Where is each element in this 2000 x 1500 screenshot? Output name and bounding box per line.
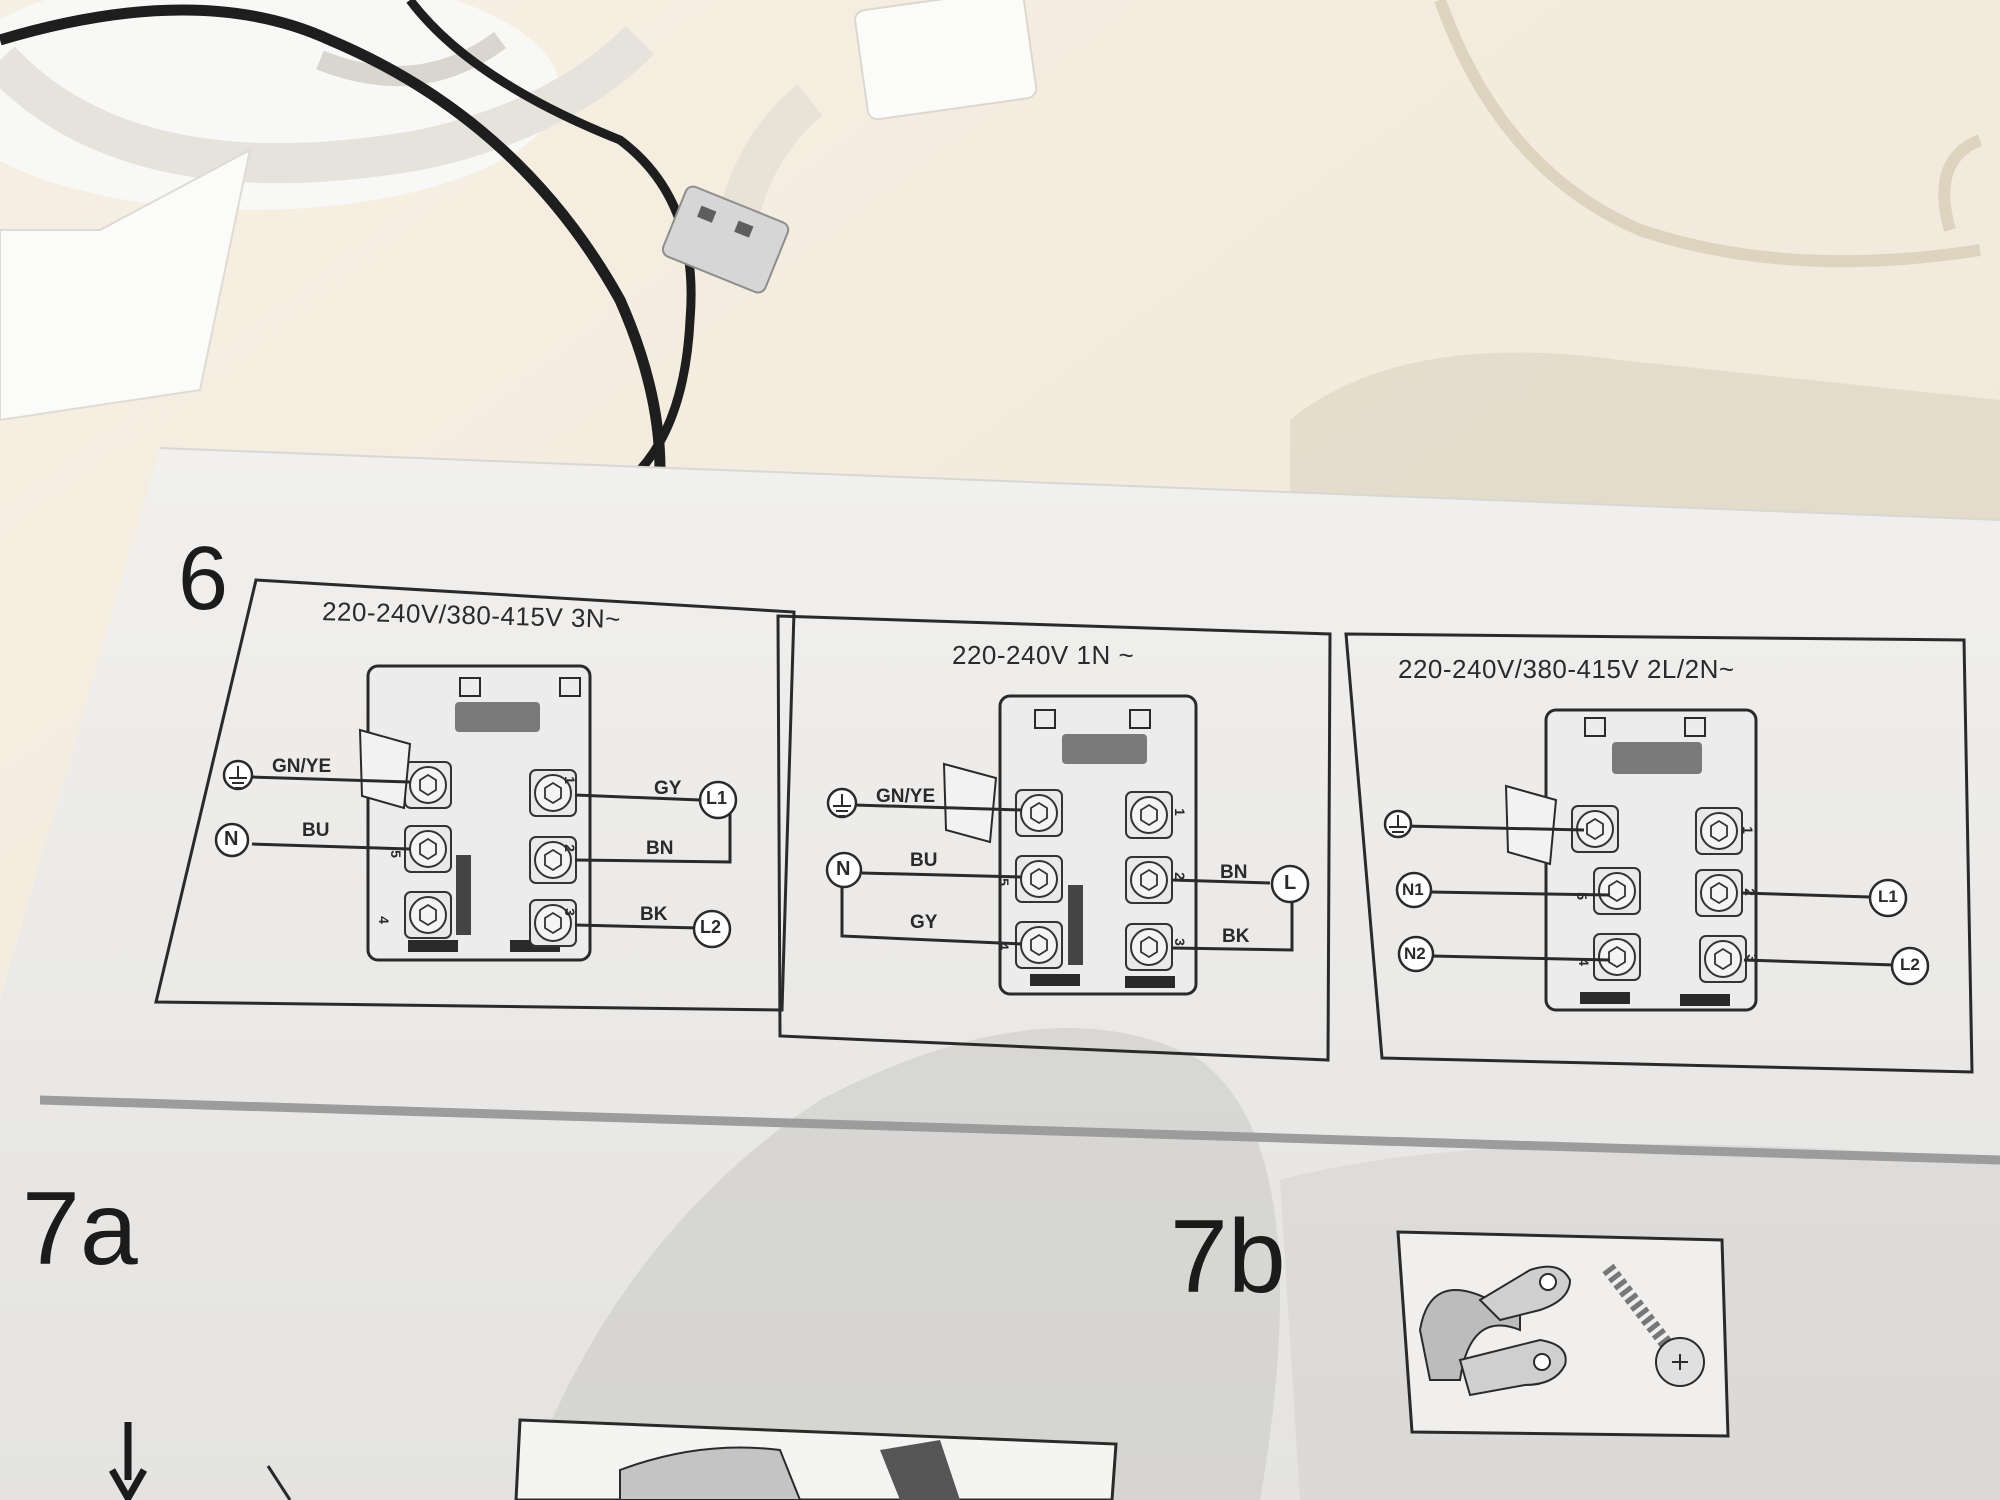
panel-1-term-num-3: 3 xyxy=(561,908,578,916)
panel-2-term-num-5: 5 xyxy=(995,878,1012,886)
cable-reel xyxy=(0,0,655,422)
panel-3-terminal-n2: N2 xyxy=(1404,944,1426,963)
line-terminal-l2 xyxy=(1890,946,1930,986)
panel-2-wire-bn: BN xyxy=(1220,862,1248,883)
earth-terminal xyxy=(222,759,254,791)
wires xyxy=(840,803,1294,952)
panel-3-voltage: 220-240V/380-415V 2L/2N~ xyxy=(1398,654,1735,684)
step-number-7b: 7b xyxy=(1170,1199,1286,1315)
panel-1-terminal-n: N xyxy=(224,828,239,850)
panel-1-term-num-1: 1 xyxy=(561,776,578,784)
clamp-and-screw-illustration xyxy=(1396,1230,1730,1438)
line-terminal-l1 xyxy=(1868,878,1908,918)
panel-3-terminal-l2: L2 xyxy=(1900,955,1920,974)
panel-2-wire-gnye: GN/YE xyxy=(876,786,936,807)
white-block xyxy=(854,0,1038,121)
panel-3-term-num-2: 2 xyxy=(1741,888,1758,896)
panel-1-terminal-l2: L2 xyxy=(700,917,722,937)
panel-1-wire-bn: BN xyxy=(646,838,674,859)
panel-3-term-num-3: 3 xyxy=(1743,954,1760,962)
usb-plug xyxy=(661,84,823,294)
neutral-terminal-n1 xyxy=(1395,871,1433,909)
panel-2-terminal-n: N xyxy=(836,858,851,880)
panel-2-term-num-3: 3 xyxy=(1171,938,1188,946)
panel-1-terminal-l1: L1 xyxy=(706,788,728,808)
earth-terminal xyxy=(826,787,858,819)
panel-1-term-num-5: 5 xyxy=(387,850,404,858)
panel-1-wire-gy: GY xyxy=(654,778,682,799)
panel-2-wire-bu: BU xyxy=(910,850,938,871)
panel-1-term-num-2: 2 xyxy=(561,844,578,852)
line-terminal-l1 xyxy=(698,780,738,820)
panel-3-term-num-1: 1 xyxy=(1739,826,1756,834)
step-7a-illustration xyxy=(108,1418,1118,1500)
panel-3-terminal-n1: N1 xyxy=(1402,880,1424,899)
terminal-block xyxy=(358,664,592,962)
wires xyxy=(249,775,732,930)
terminal-block xyxy=(942,694,1198,996)
panel-3-term-num-5: 5 xyxy=(1573,892,1590,900)
wiring-panel-2l2n xyxy=(1344,632,1974,1074)
beige-cable xyxy=(1434,0,1983,268)
step-number-6: 6 xyxy=(178,529,229,629)
panel-2-term-num-4: 4 xyxy=(995,942,1012,950)
panel-3-term-num-4: 4 xyxy=(1575,958,1592,966)
panel-1-wire-bu: BU xyxy=(302,820,330,841)
panel-1-wire-bk: BK xyxy=(640,904,668,925)
panel-2-terminal-l: L xyxy=(1284,872,1297,894)
wires xyxy=(1403,824,1895,967)
panel-3-terminal-l1: L1 xyxy=(1878,887,1898,906)
neutral-terminal xyxy=(214,822,250,858)
earth-terminal xyxy=(1383,809,1413,839)
step-number-7a: 7a xyxy=(22,1171,138,1287)
neutral-terminal xyxy=(825,851,863,889)
neutral-terminal-n2 xyxy=(1397,935,1435,973)
panel-2-wire-gy: GY xyxy=(910,912,938,933)
terminal-block xyxy=(1504,708,1758,1012)
panel-2-term-num-1: 1 xyxy=(1171,808,1188,816)
line-terminal-l xyxy=(1270,864,1310,904)
panel-1-wire-gnye: GN/YE xyxy=(272,756,332,777)
black-cable xyxy=(0,0,696,474)
panel-2-voltage: 220-240V 1N ~ xyxy=(952,640,1135,670)
line-terminal-l2 xyxy=(692,909,732,949)
panel-1-term-num-4: 4 xyxy=(375,916,392,924)
wiring-panel-3n xyxy=(154,578,796,1012)
panel-2-wire-bk: BK xyxy=(1222,926,1250,947)
panel-2-term-num-2: 2 xyxy=(1171,872,1188,880)
wiring-panel-1n xyxy=(776,614,1332,1062)
